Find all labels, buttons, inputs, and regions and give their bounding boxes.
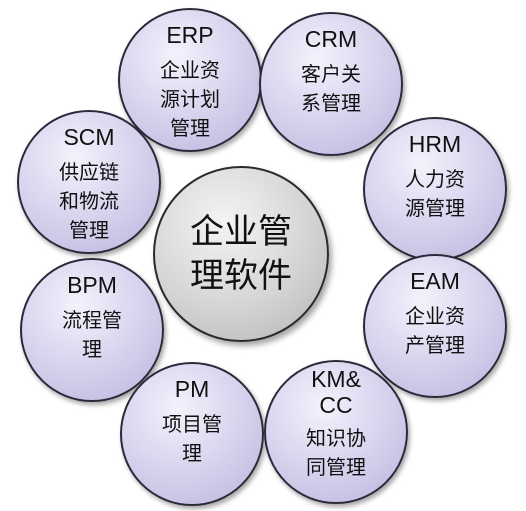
module-desc-scm: 供应链 和物流 管理 — [59, 160, 119, 242]
module-bubble-bpm: BPM 流程管 理 — [20, 258, 164, 402]
module-desc-erp: 企业资 源计划 管理 — [160, 58, 220, 140]
module-bubble-hrm: HRM 人力资 源管理 — [363, 117, 507, 261]
module-code-hrm: HRM — [408, 131, 462, 157]
module-desc-km-cc: 知识协 同管理 — [306, 426, 366, 479]
module-bubble-erp: ERP 企业资 源计划 管理 — [118, 8, 262, 152]
module-bubble-scm: SCM 供应链 和物流 管理 — [17, 110, 161, 254]
module-desc-bpm: 流程管 理 — [62, 308, 122, 361]
module-code-eam: EAM — [410, 268, 460, 294]
module-code-bpm: BPM — [67, 272, 117, 298]
module-code-scm: SCM — [63, 124, 115, 150]
module-desc-eam: 企业资 产管理 — [405, 304, 465, 357]
module-bubble-crm: CRM 客户关 系管理 — [259, 12, 403, 156]
module-bubble-km-cc: KM& CC 知识协 同管理 — [264, 360, 408, 504]
module-code-erp: ERP — [166, 22, 214, 48]
center-bubble: 企业管 理软件 — [153, 166, 329, 342]
module-bubble-pm: PM 项目管 理 — [120, 362, 264, 506]
module-desc-crm: 客户关 系管理 — [301, 62, 361, 115]
module-code-pm: PM — [174, 376, 210, 402]
module-code-crm: CRM — [304, 26, 358, 52]
module-desc-hrm: 人力资 源管理 — [405, 167, 465, 220]
module-code-km-cc: KM& CC — [311, 366, 361, 418]
center-label: 企业管 理软件 — [190, 212, 292, 296]
module-desc-pm: 项目管 理 — [162, 412, 222, 465]
module-bubble-eam: EAM 企业资 产管理 — [363, 254, 507, 398]
